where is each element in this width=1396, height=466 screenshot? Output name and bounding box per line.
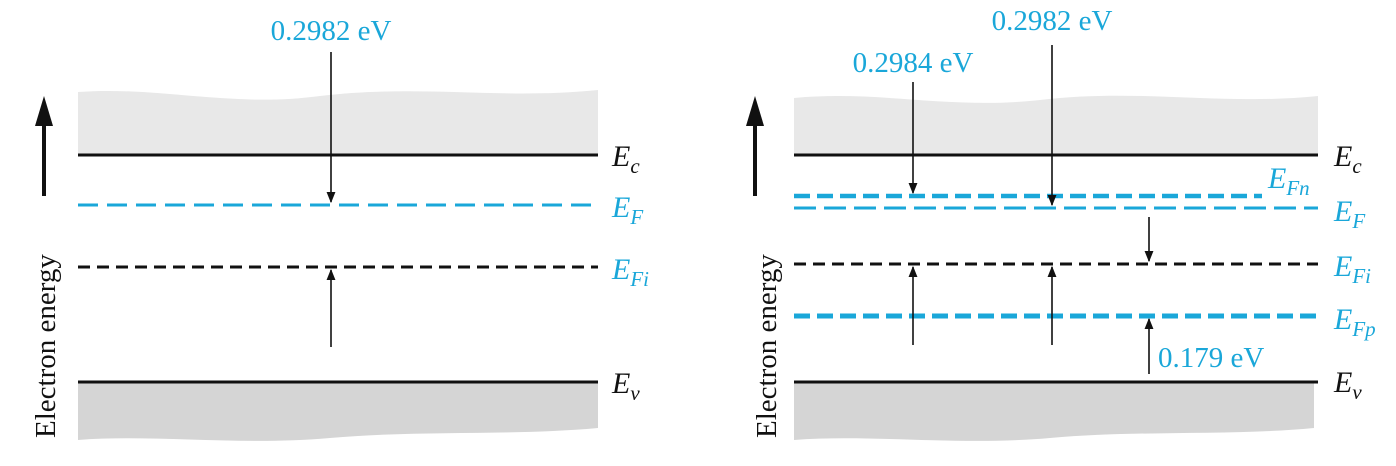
left-panel: 0.2982 eV Ec EF EFi Ev Electron energy — [30, 15, 649, 441]
right-efp-label: EFp — [1333, 303, 1376, 341]
left-conduction-band — [78, 90, 598, 155]
right-conduction-band — [794, 95, 1318, 155]
right-energy-axis-arrowhead — [746, 96, 764, 126]
right-ef-label: EF — [1333, 195, 1365, 233]
right-valence-band — [794, 382, 1314, 441]
right-energy-annotation-n: 0.2984 eV — [853, 47, 974, 79]
left-ec-label: Ec — [611, 140, 640, 178]
left-energy-axis-arrowhead — [35, 96, 53, 126]
left-valence-band — [78, 382, 598, 441]
right-ev-label: Ev — [1333, 366, 1362, 404]
left-ev-label: Ev — [611, 367, 640, 405]
left-ef-label: EF — [611, 191, 643, 229]
right-panel: 0.2984 eV 0.2982 eV 0.179 eV Ec EFn EF E… — [746, 5, 1376, 441]
left-energy-annotation: 0.2982 eV — [271, 15, 392, 47]
right-ec-label: Ec — [1333, 140, 1362, 178]
right-energy-annotation-f: 0.2982 eV — [992, 5, 1113, 37]
left-y-axis-label: Electron energy — [30, 254, 62, 438]
right-efn-label: EFn — [1267, 162, 1310, 200]
right-y-axis-label: Electron energy — [751, 254, 783, 438]
right-energy-annotation-p: 0.179 eV — [1158, 342, 1264, 374]
left-efi-label: EFi — [611, 253, 649, 291]
right-efi-label: EFi — [1333, 250, 1371, 288]
